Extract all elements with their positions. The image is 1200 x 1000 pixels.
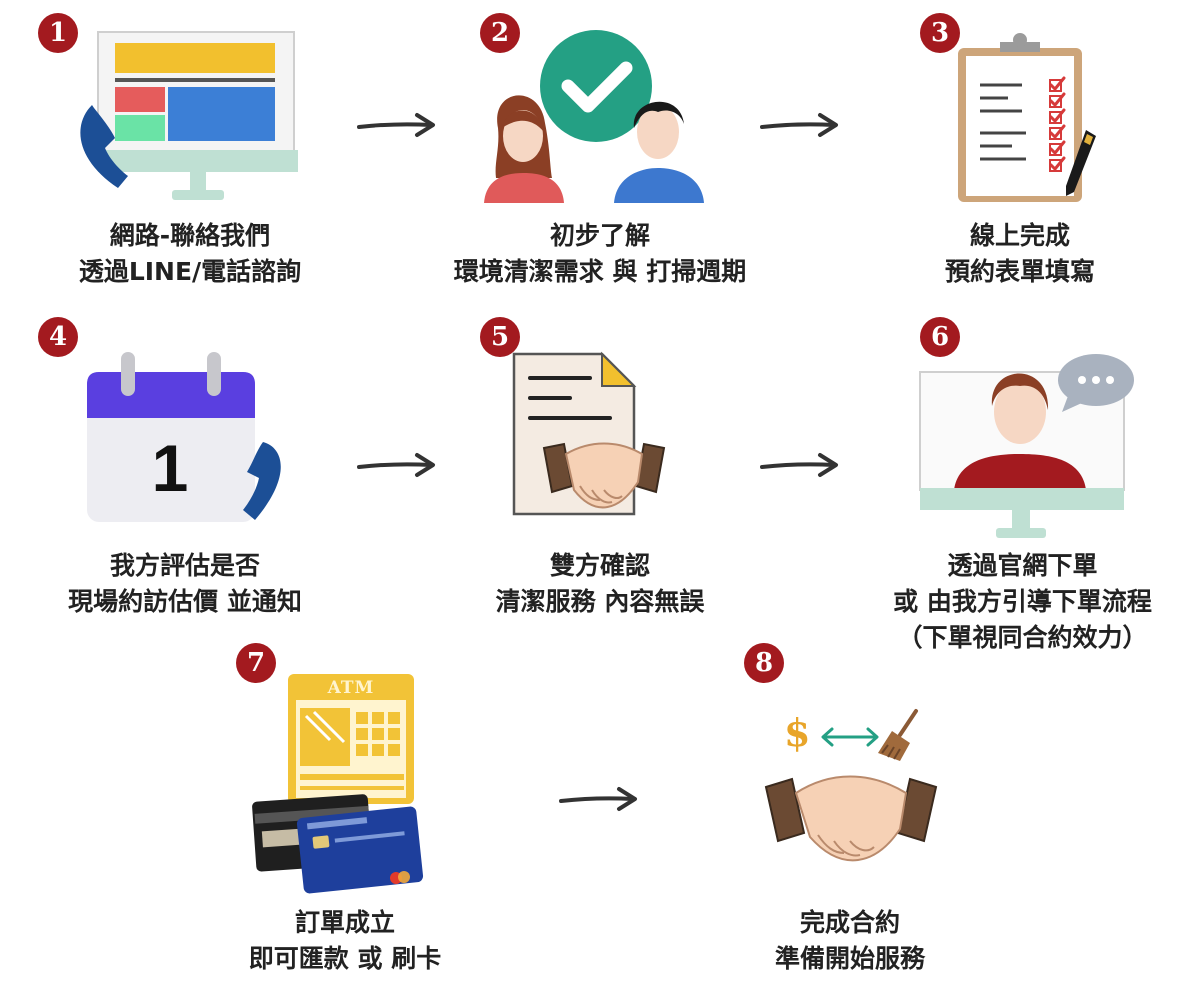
step-caption: 雙方確認 清潔服務 內容無誤 (440, 548, 760, 620)
woman-avatar-icon (484, 95, 564, 203)
caption-line: 我方評估是否 (109, 551, 260, 580)
exchange-arrows-icon (821, 727, 879, 747)
flow-arrow (760, 113, 838, 137)
phone-icon (243, 442, 281, 520)
handshake-icon (764, 775, 938, 862)
step-badge: 4 (38, 317, 78, 357)
caption-line: 預約表單填寫 (944, 257, 1095, 286)
caption-line: 透過LINE/電話諮詢 (78, 257, 302, 286)
flow-arrow (760, 453, 838, 477)
handshake-icon (542, 442, 666, 509)
step-badge: 1 (38, 13, 78, 53)
caption-line: 即可匯款 或 刷卡 (248, 944, 442, 973)
monitor-icon (80, 31, 298, 200)
man-avatar-icon (614, 101, 704, 203)
person-icon (954, 373, 1086, 490)
caption-line: 現場約訪估價 並通知 (68, 587, 302, 616)
pen-icon (1066, 130, 1096, 196)
payment-exchange-illustration: $ (760, 705, 950, 875)
caption-line: 線上完成 (969, 221, 1070, 250)
document-icon (512, 351, 666, 516)
caption-line: 網路-聯絡我們 (109, 221, 271, 250)
phone-icon (80, 105, 128, 188)
caption-line: 或 由我方引導下單流程 (893, 587, 1152, 616)
calendar-icon: 1 (85, 350, 295, 525)
consultation-illustration (484, 30, 704, 203)
step-badge: 7 (236, 643, 276, 683)
chat-bubble-icon (1058, 354, 1134, 412)
dollar-icon: $ (784, 710, 811, 755)
step-caption: 初步了解 環境清潔需求 與 打掃週期 (420, 218, 780, 290)
flow-arrow (357, 453, 435, 477)
step-caption: 我方評估是否 現場約訪估價 並通知 (20, 548, 350, 620)
monitor-icon (919, 354, 1134, 538)
step-caption: 訂單成立 即可匯款 或 刷卡 (180, 905, 510, 977)
caption-line: 雙方確認 (549, 551, 650, 580)
flow-arrow (357, 113, 435, 137)
broom-icon (878, 709, 918, 761)
caption-line: （下單視同合約效力） (897, 623, 1148, 652)
caption-line: 環境清潔需求 與 打掃週期 (453, 257, 747, 286)
step-caption: 網路-聯絡我們 透過LINE/電話諮詢 (40, 218, 340, 290)
caption-line: 完成合約 (799, 908, 900, 937)
caption-line: 清潔服務 內容無誤 (495, 587, 705, 616)
step-badge: 3 (920, 13, 960, 53)
caption-line: 透過官網下單 (947, 551, 1098, 580)
step-caption: 透過官網下單 或 由我方引導下單流程 （下單視同合約效力） (850, 548, 1195, 656)
calendar-day-number: 1 (151, 431, 189, 505)
step-badge: 6 (920, 317, 960, 357)
step-badge: 8 (744, 643, 784, 683)
clipboard-checklist-icon (958, 33, 1096, 202)
atm-icon: ATM (250, 672, 430, 894)
credit-card-icon (252, 794, 424, 894)
flow-arrow (559, 787, 637, 811)
step-badge: 2 (480, 13, 520, 53)
caption-line: 初步了解 (549, 221, 650, 250)
checkmark-icon (540, 30, 652, 142)
step-badge: 5 (480, 317, 520, 357)
step-caption: 完成合約 準備開始服務 (690, 905, 1010, 977)
caption-line: 訂單成立 (294, 908, 395, 937)
atm-label: ATM (327, 678, 375, 698)
caption-line: 準備開始服務 (774, 944, 925, 973)
step-caption: 線上完成 預約表單填寫 (870, 218, 1170, 290)
